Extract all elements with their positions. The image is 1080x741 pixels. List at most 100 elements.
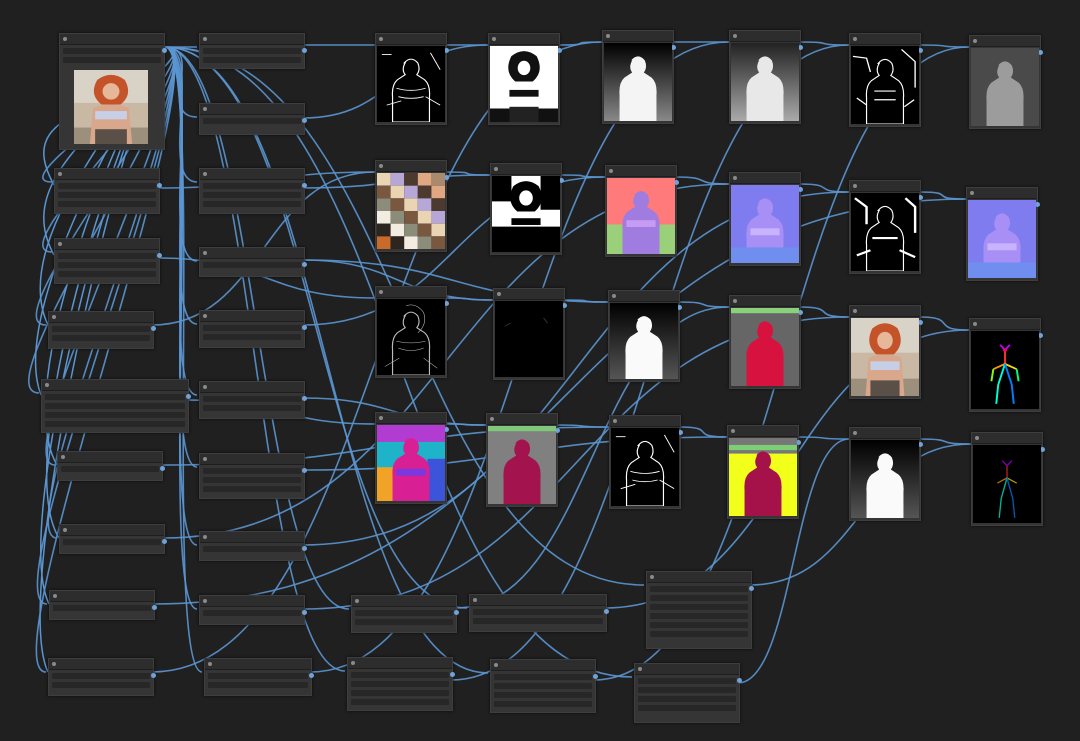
- node-title-bar[interactable]: [647, 572, 751, 583]
- preprocessor-node-13[interactable]: [199, 531, 307, 561]
- collapse-dot-icon[interactable]: [203, 385, 207, 389]
- output-slot-icon[interactable]: [1038, 333, 1043, 338]
- node-title-bar[interactable]: [487, 414, 557, 425]
- widget-row[interactable]: [203, 334, 301, 340]
- widget-row[interactable]: [203, 610, 301, 616]
- preprocessor-node-1[interactable]: [199, 103, 307, 135]
- node-title-bar[interactable]: [850, 181, 920, 192]
- widget-row[interactable]: [63, 539, 161, 545]
- output-slot-icon[interactable]: [444, 427, 449, 432]
- collapse-dot-icon[interactable]: [650, 575, 654, 579]
- preprocessor-node-6[interactable]: [48, 311, 156, 349]
- node-title-bar[interactable]: [200, 454, 304, 465]
- node-title-bar[interactable]: [55, 239, 159, 250]
- collapse-dot-icon[interactable]: [975, 436, 979, 440]
- preprocessor-node-20[interactable]: [204, 658, 314, 696]
- collapse-dot-icon[interactable]: [497, 292, 501, 296]
- collapse-dot-icon[interactable]: [63, 37, 67, 41]
- preview-node-seg-mask[interactable]: [729, 295, 803, 389]
- preview-node-depth-leres[interactable]: [849, 427, 923, 521]
- widget-row[interactable]: [473, 609, 603, 615]
- output-slot-icon[interactable]: [593, 674, 598, 679]
- preprocessor-node-16[interactable]: [351, 595, 459, 633]
- widget-row[interactable]: [203, 183, 301, 189]
- output-slot-icon[interactable]: [157, 183, 162, 188]
- preprocessor-node-22[interactable]: [490, 659, 598, 713]
- node-title-bar[interactable]: [850, 428, 920, 439]
- collapse-dot-icon[interactable]: [203, 107, 207, 111]
- output-slot-icon[interactable]: [918, 195, 923, 200]
- collapse-dot-icon[interactable]: [351, 661, 355, 665]
- widget-row[interactable]: [53, 605, 151, 611]
- collapse-dot-icon[interactable]: [63, 528, 67, 532]
- collapse-dot-icon[interactable]: [379, 290, 383, 294]
- widget-row[interactable]: [638, 678, 736, 684]
- output-slot-icon[interactable]: [798, 310, 803, 315]
- preprocessor-node-3[interactable]: [199, 168, 307, 214]
- output-slot-icon[interactable]: [674, 180, 679, 185]
- widget-row[interactable]: [203, 48, 301, 54]
- output-slot-icon[interactable]: [671, 45, 676, 50]
- widget-row[interactable]: [45, 412, 185, 418]
- collapse-dot-icon[interactable]: [853, 37, 857, 41]
- widget-row[interactable]: [494, 674, 592, 680]
- output-slot-icon[interactable]: [444, 301, 449, 306]
- widget-row[interactable]: [208, 682, 308, 688]
- output-slot-icon[interactable]: [151, 673, 156, 678]
- preview-node-normal-purple[interactable]: [966, 187, 1040, 281]
- collapse-dot-icon[interactable]: [853, 431, 857, 435]
- collapse-dot-icon[interactable]: [208, 662, 212, 666]
- node-title-bar[interactable]: [376, 161, 446, 172]
- node-title-bar[interactable]: [60, 34, 164, 45]
- widget-row[interactable]: [650, 613, 748, 619]
- node-title-bar[interactable]: [491, 660, 595, 671]
- output-slot-icon[interactable]: [796, 440, 801, 445]
- node-title-bar[interactable]: [200, 34, 304, 45]
- preview-node-normal-bae[interactable]: [729, 172, 803, 266]
- widget-row[interactable]: [203, 486, 301, 492]
- preprocessor-node-7[interactable]: [199, 310, 307, 348]
- collapse-dot-icon[interactable]: [606, 34, 610, 38]
- widget-row[interactable]: [650, 604, 748, 610]
- node-title-bar[interactable]: [200, 104, 304, 115]
- widget-row[interactable]: [63, 48, 161, 54]
- collapse-dot-icon[interactable]: [203, 599, 207, 603]
- output-slot-icon[interactable]: [798, 45, 803, 50]
- preprocessor-node-14[interactable]: [49, 590, 157, 620]
- preview-node-openpose-faint[interactable]: [971, 432, 1045, 526]
- output-slot-icon[interactable]: [152, 605, 157, 610]
- preview-node-depth-1[interactable]: [602, 30, 676, 124]
- preprocessor-node-11[interactable]: [199, 453, 307, 499]
- preview-node-scribble[interactable]: [849, 180, 923, 274]
- widget-row[interactable]: [650, 622, 748, 628]
- widget-row[interactable]: [351, 672, 449, 678]
- widget-row[interactable]: [351, 699, 449, 705]
- preprocessor-node-21[interactable]: [347, 657, 455, 711]
- collapse-dot-icon[interactable]: [53, 594, 57, 598]
- output-slot-icon[interactable]: [677, 305, 682, 310]
- collapse-dot-icon[interactable]: [203, 314, 207, 318]
- output-slot-icon[interactable]: [555, 428, 560, 433]
- node-title-bar[interactable]: [55, 169, 159, 180]
- preview-node-lineart-anime[interactable]: [609, 415, 683, 509]
- output-slot-icon[interactable]: [302, 610, 307, 615]
- collapse-dot-icon[interactable]: [52, 662, 56, 666]
- output-slot-icon[interactable]: [302, 183, 307, 188]
- collapse-dot-icon[interactable]: [490, 417, 494, 421]
- preprocessor-node-18[interactable]: [646, 571, 754, 649]
- loader-node-1[interactable]: [199, 33, 307, 69]
- collapse-dot-icon[interactable]: [58, 242, 62, 246]
- node-title-bar[interactable]: [635, 664, 739, 675]
- output-slot-icon[interactable]: [302, 546, 307, 551]
- collapse-dot-icon[interactable]: [613, 419, 617, 423]
- collapse-dot-icon[interactable]: [970, 191, 974, 195]
- node-title-bar[interactable]: [967, 188, 1037, 199]
- preview-node-seg-ade[interactable]: [375, 412, 449, 504]
- output-slot-icon[interactable]: [737, 678, 742, 683]
- output-slot-icon[interactable]: [557, 48, 562, 53]
- node-title-bar[interactable]: [610, 416, 680, 427]
- preprocessor-node-5[interactable]: [199, 247, 307, 277]
- node-title-bar[interactable]: [60, 525, 164, 536]
- node-title-bar[interactable]: [489, 34, 559, 45]
- preprocessor-node-2[interactable]: [54, 168, 162, 214]
